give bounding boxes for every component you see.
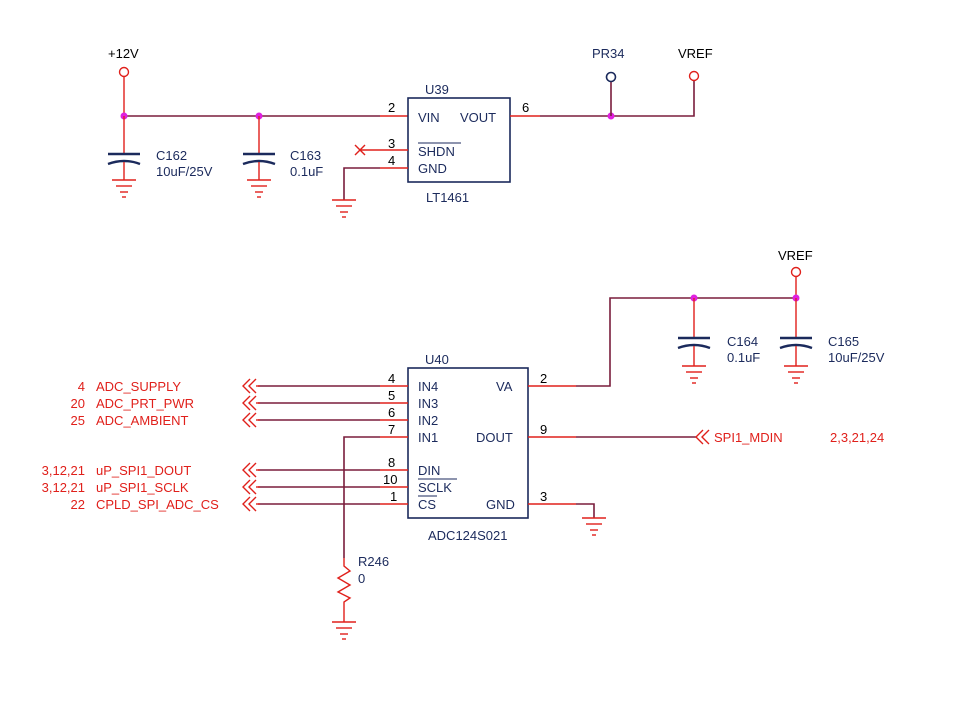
u40-pin-va-name: VA: [496, 379, 513, 394]
capacitor-c164: C164 0.1uF: [677, 298, 760, 384]
u39-gnd-wire: [343, 167, 380, 200]
net-spi-sclk-pages: 3,12,21: [42, 480, 85, 495]
offpage-connector-icon: [242, 496, 260, 512]
ground-icon: [332, 621, 356, 640]
c162-value: 10uF/25V: [156, 164, 213, 179]
u40-pin-in2-num: 6: [388, 405, 395, 420]
offpage-connector-icon: [242, 395, 260, 411]
resistor-r246: R246 0: [336, 554, 389, 622]
capacitor-c163: C163 0.1uF: [242, 116, 323, 198]
u40-pin-cs-name: CS: [418, 497, 436, 512]
u40-ref: U40: [425, 352, 449, 367]
net-adc-supply-pages: 4: [78, 379, 85, 394]
u40-pin-gnd-name: GND: [486, 497, 515, 512]
ic-u40: U40 ADC124S021 IN4 IN3 IN2 IN1 DIN SCLK …: [383, 352, 547, 543]
u39-pin-shdn-num: 3: [388, 136, 395, 151]
u40-pin-dout-name: DOUT: [476, 430, 513, 445]
va-wire: [576, 297, 796, 387]
power-12v-label: +12V: [108, 46, 139, 61]
u39-pin-vin-num: 2: [388, 100, 395, 115]
net-cpld-cs-pages: 22: [71, 497, 85, 512]
u39-pin-gnd-name: GND: [418, 161, 447, 176]
c165-ref: C165: [828, 334, 859, 349]
net-adc-ambient-name: ADC_AMBIENT: [96, 413, 189, 428]
capacitor-c162: C162 10uF/25V: [107, 116, 213, 198]
u40-pin-din-num: 8: [388, 455, 395, 470]
c162-ref: C162: [156, 148, 187, 163]
vref-bottom-label: VREF: [778, 248, 813, 263]
c164-ref: C164: [727, 334, 758, 349]
offpage-connector-icon: [242, 412, 260, 428]
u40-part: ADC124S021: [428, 528, 508, 543]
capacitor-c165: C165 10uF/25V: [779, 298, 885, 384]
u39-pin-shdn-name: SHDN: [418, 144, 455, 159]
r246-value: 0: [358, 571, 365, 586]
ground-icon: [332, 199, 356, 218]
u40-pin-sclk-num: 10: [383, 472, 397, 487]
offpage-connector-icon: [242, 462, 260, 478]
u40-pin-in1-name: IN1: [418, 430, 438, 445]
net-adc-supply-name: ADC_SUPPLY: [96, 379, 181, 394]
c163-ref: C163: [290, 148, 321, 163]
u40-pin-in3-name: IN3: [418, 396, 438, 411]
u40-pin-in4-num: 4: [388, 371, 395, 386]
power-vref-top: VREF: [678, 46, 713, 82]
c163-value: 0.1uF: [290, 164, 323, 179]
u40-pin-gnd-num: 3: [540, 489, 547, 504]
net-spi-dout-pages: 3,12,21: [42, 463, 85, 478]
u40-pin-in1-num: 7: [388, 422, 395, 437]
ic-u39: U39 LT1461 VIN VOUT SHDN GND 2 6 3 4: [388, 82, 529, 205]
u40-gnd-wire: [576, 503, 595, 518]
net-spi-dout-name: uP_SPI1_DOUT: [96, 463, 191, 478]
power-12v: +12V: [108, 46, 139, 116]
c165-value: 10uF/25V: [828, 350, 885, 365]
offpage-connector-icon: [242, 479, 260, 495]
r246-ref: R246: [358, 554, 389, 569]
net-spi-mdin-name: SPI1_MDIN: [714, 430, 783, 445]
u40-pin-va-num: 2: [540, 371, 547, 386]
net-cpld-cs-name: CPLD_SPI_ADC_CS: [96, 497, 219, 512]
net-spi-mdin-pages: 2,3,21,24: [830, 430, 884, 445]
pr34-label: PR34: [592, 46, 625, 61]
u39-ref: U39: [425, 82, 449, 97]
net-adc-ambient-pages: 25: [71, 413, 85, 428]
test-point-pr34: PR34: [592, 46, 625, 116]
u40-pin-in2-name: IN2: [418, 413, 438, 428]
c164-value: 0.1uF: [727, 350, 760, 365]
u40-pin-dout-num: 9: [540, 422, 547, 437]
wire-in1: [343, 436, 380, 558]
ground-icon: [582, 517, 606, 536]
u40-pin-din-name: DIN: [418, 463, 440, 478]
net-spi-sclk-name: uP_SPI1_SCLK: [96, 480, 189, 495]
u39-pin-gnd-num: 4: [388, 153, 395, 168]
u39-part: LT1461: [426, 190, 469, 205]
u40-pin-in4-name: IN4: [418, 379, 438, 394]
u39-pin-vout-num: 6: [522, 100, 529, 115]
u40-pin-sclk-name: SCLK: [418, 480, 452, 495]
no-connect-icon: [354, 144, 366, 156]
u40-pin-cs-num: 1: [390, 489, 397, 504]
net-adc-prt-pwr-pages: 20: [71, 396, 85, 411]
offpage-connector-icon: [695, 429, 710, 445]
power-vref-bottom: VREF: [778, 248, 813, 298]
net-adc-prt-pwr-name: ADC_PRT_PWR: [96, 396, 194, 411]
offpage-connector-icon: [242, 378, 260, 394]
u40-pin-in3-num: 5: [388, 388, 395, 403]
vref-wire: [540, 80, 695, 117]
vref-top-label: VREF: [678, 46, 713, 61]
u39-pin-vin-name: VIN: [418, 110, 440, 125]
u39-pin-vout-name: VOUT: [460, 110, 496, 125]
